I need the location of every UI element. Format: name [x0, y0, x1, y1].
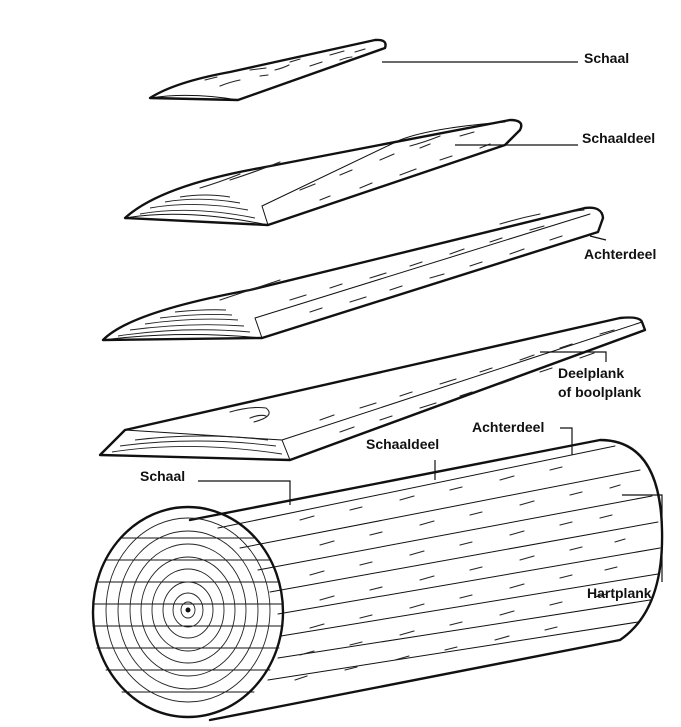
label-achterdeel-top: Achterdeel — [584, 246, 656, 262]
label-schaaldeel-top: Schaaldeel — [582, 130, 655, 146]
label-schaal-log: Schaal — [140, 468, 185, 484]
piece-schaal — [148, 38, 387, 102]
leader-lines — [198, 61, 663, 582]
label-deelplank-line2: of boolplank — [558, 384, 641, 400]
piece-achterdeel — [101, 206, 605, 342]
label-deelplank-line1: Deelplank — [558, 365, 624, 381]
label-schaal-top: Schaal — [584, 50, 629, 66]
piece-schaaldeel — [123, 118, 523, 227]
labels: Schaal Schaaldeel Achterdeel Deelplank o… — [140, 50, 656, 601]
label-achterdeel-log: Achterdeel — [472, 419, 544, 435]
label-hartplank: Hartplank — [587, 585, 652, 601]
label-schaaldeel-log: Schaaldeel — [366, 436, 439, 452]
piece-deelplank — [98, 316, 647, 462]
